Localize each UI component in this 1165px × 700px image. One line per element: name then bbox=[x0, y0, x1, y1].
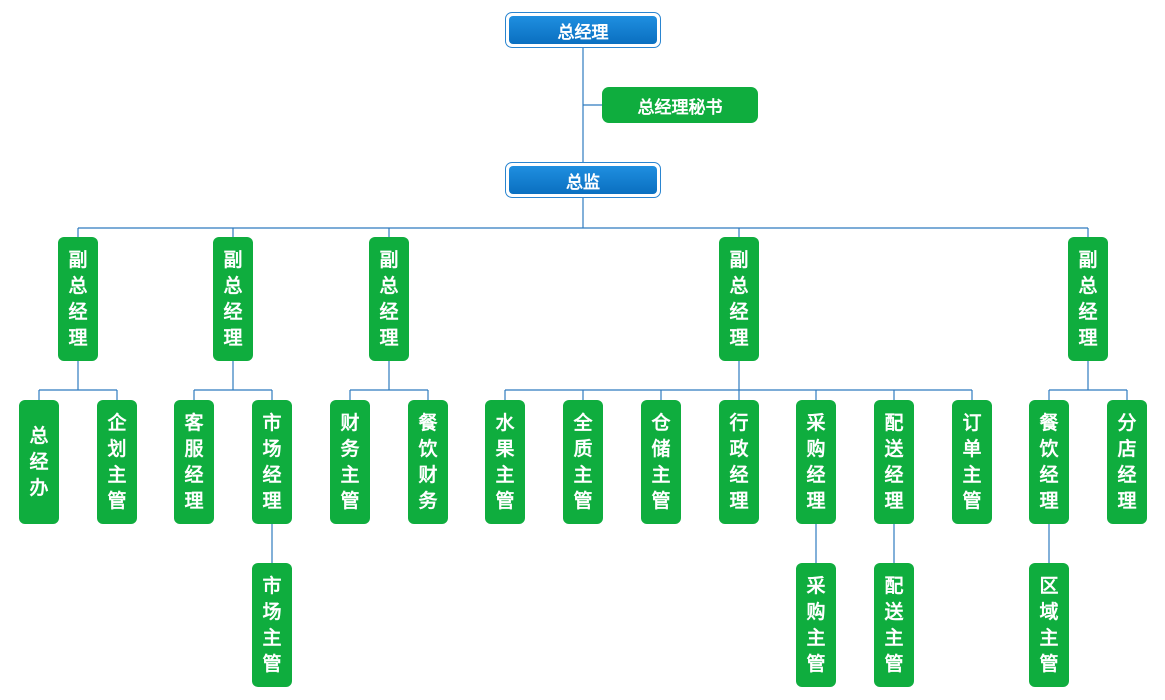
vp-node-4: 副总经理 bbox=[719, 237, 759, 361]
dept-admin-manager: 行政经理 bbox=[719, 400, 759, 524]
dept-purchasing-manager: 采购经理 bbox=[796, 400, 836, 524]
vp-node-1: 副总经理 bbox=[58, 237, 98, 361]
dept-warehouse-supervisor: 仓储主管 bbox=[641, 400, 681, 524]
vp-node-3: 副总经理 bbox=[369, 237, 409, 361]
dept-delivery-supervisor: 配送主管 bbox=[874, 563, 914, 687]
dept-order-supervisor: 订单主管 bbox=[952, 400, 992, 524]
dept-quality-supervisor: 全质主管 bbox=[563, 400, 603, 524]
dept-marketing-supervisor: 市场主管 bbox=[252, 563, 292, 687]
dept-delivery-manager: 配送经理 bbox=[874, 400, 914, 524]
dept-branch-manager: 分店经理 bbox=[1107, 400, 1147, 524]
dept-planning-supervisor: 企划主管 bbox=[97, 400, 137, 524]
vp-node-2: 副总经理 bbox=[213, 237, 253, 361]
dept-general-office: 总经办 bbox=[19, 400, 59, 524]
dept-catering-manager: 餐饮经理 bbox=[1029, 400, 1069, 524]
dept-finance-supervisor: 财务主管 bbox=[330, 400, 370, 524]
dept-purchasing-supervisor: 采购主管 bbox=[796, 563, 836, 687]
dept-customer-service-manager: 客服经理 bbox=[174, 400, 214, 524]
general-manager-label: 总经理 bbox=[509, 16, 657, 44]
gm-secretary-node: 总经理秘书 bbox=[602, 87, 758, 123]
dept-regional-supervisor: 区域主管 bbox=[1029, 563, 1069, 687]
director-node: 总监 bbox=[505, 162, 661, 198]
director-label: 总监 bbox=[509, 166, 657, 194]
general-manager-node: 总经理 bbox=[505, 12, 661, 48]
dept-catering-finance: 餐饮财务 bbox=[408, 400, 448, 524]
dept-marketing-manager: 市场经理 bbox=[252, 400, 292, 524]
vp-node-5: 副总经理 bbox=[1068, 237, 1108, 361]
dept-fruit-supervisor: 水果主管 bbox=[485, 400, 525, 524]
